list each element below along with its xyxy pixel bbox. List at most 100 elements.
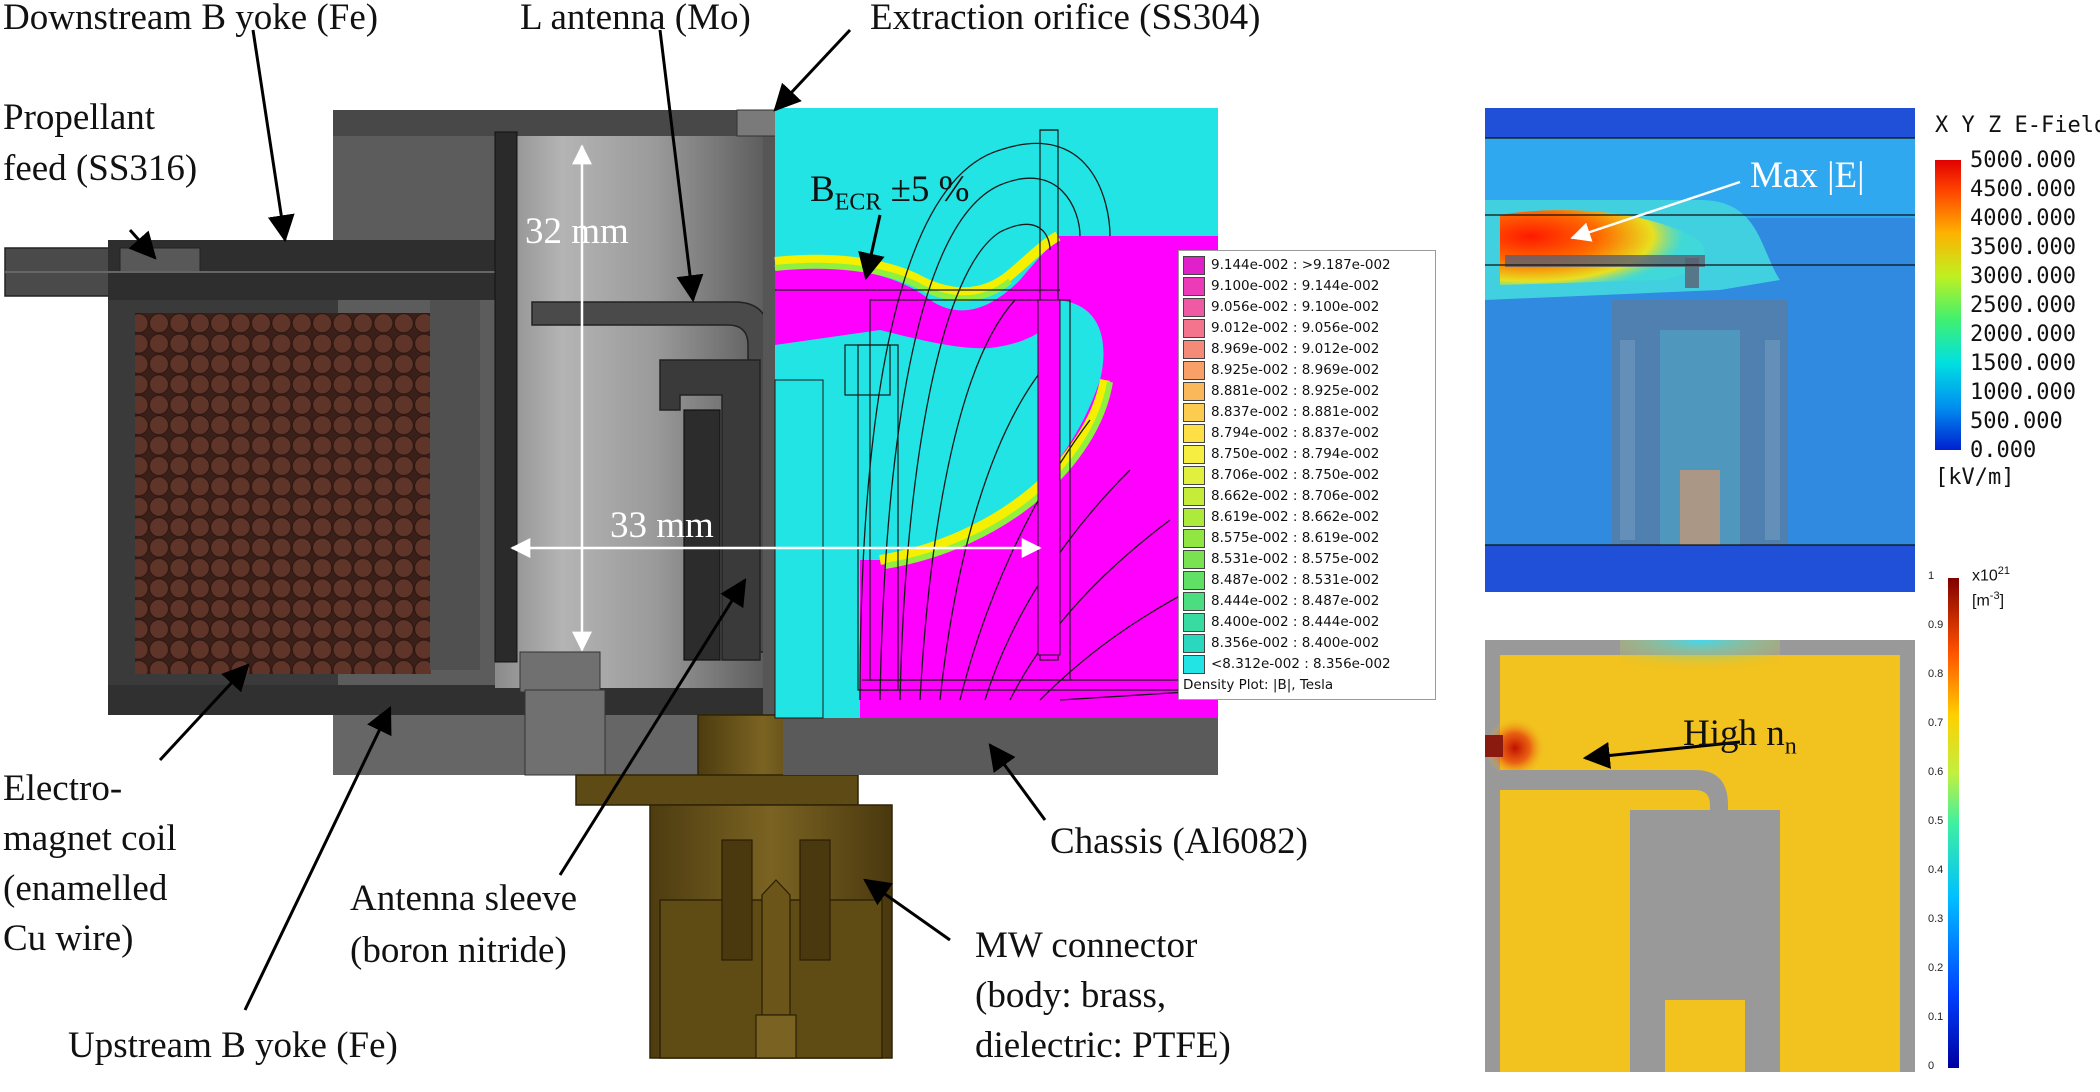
label-coil-line2: magnet coil [3, 818, 177, 859]
efield-colorbar-tick: 500.000 [1970, 409, 2063, 434]
density-legend-row: 9.056e-002 : 9.100e-002 [1183, 297, 1379, 318]
density-legend-text: 8.400e-002 : 8.444e-002 [1211, 614, 1380, 630]
density-legend-text: 8.881e-002 : 8.925e-002 [1211, 383, 1380, 399]
efield-colorbar-tick: 4000.000 [1970, 206, 2076, 231]
density-legend-row: 8.444e-002 : 8.487e-002 [1183, 591, 1379, 612]
efield-colorbar-tick: 3500.000 [1970, 235, 2076, 260]
density-legend-row: 8.925e-002 : 8.969e-002 [1183, 360, 1379, 381]
cad-cross-section [4, 109, 1218, 1059]
density-legend-text: 8.531e-002 : 8.575e-002 [1211, 551, 1380, 567]
label-extraction-orifice: Extraction orifice (SS304) [870, 0, 1261, 38]
density-legend-text: 8.356e-002 : 8.400e-002 [1211, 635, 1380, 651]
density-legend-swatch [1183, 255, 1205, 275]
label-chassis: Chassis (Al6082) [1050, 821, 1308, 862]
density-legend-row: 9.012e-002 : 9.056e-002 [1183, 318, 1379, 339]
density-legend-row: 9.144e-002 : >9.187e-002 [1183, 255, 1391, 276]
density-legend-text: 8.706e-002 : 8.750e-002 [1211, 467, 1380, 483]
density-legend-row: 8.619e-002 : 8.662e-002 [1183, 507, 1379, 528]
density-colorbar-tick: 0 [1928, 1060, 1935, 1072]
dimension-arrows [510, 144, 1741, 652]
density-legend-swatch [1183, 549, 1205, 569]
label-becr: BECR ±5 % [810, 166, 970, 226]
efield-colorbar-tick: 1000.000 [1970, 380, 2076, 405]
density-legend-text: 8.925e-002 : 8.969e-002 [1211, 362, 1380, 378]
density-legend-row: 8.487e-002 : 8.531e-002 [1183, 570, 1379, 591]
density-legend-swatch [1183, 318, 1205, 338]
density-colorbar-tick: 1 [1928, 570, 1935, 582]
density-colorbar-tick: 0.1 [1928, 1011, 1944, 1023]
density-legend-row: 8.662e-002 : 8.706e-002 [1183, 486, 1379, 507]
density-legend-row: 8.356e-002 : 8.400e-002 [1183, 633, 1379, 654]
density-colorbar-unit-power: -3 [1989, 590, 2000, 602]
density-legend-swatch [1183, 465, 1205, 485]
density-legend-text: 8.969e-002 : 9.012e-002 [1211, 341, 1380, 357]
density-colorbar-exponent: x1021 [1972, 565, 2010, 585]
efield-colorbar-tick: 2500.000 [1970, 293, 2076, 318]
density-legend-row: 8.837e-002 : 8.881e-002 [1183, 402, 1379, 423]
density-legend-text: 8.794e-002 : 8.837e-002 [1211, 425, 1380, 441]
density-legend-row: 8.531e-002 : 8.575e-002 [1183, 549, 1379, 570]
label-coil-line4: Cu wire) [3, 918, 134, 959]
electromagnet-coil [135, 313, 431, 674]
density-legend-row: 8.750e-002 : 8.794e-002 [1183, 444, 1379, 465]
density-legend-swatch [1183, 381, 1205, 401]
field-region-magenta [860, 236, 1218, 718]
electric-field-plot [1485, 108, 1915, 592]
label-upstream-yoke: Upstream B yoke (Fe) [68, 1025, 398, 1066]
density-legend-row: 8.400e-002 : 8.444e-002 [1183, 612, 1379, 633]
efield-colorbar-title: X Y Z E-Field [1935, 113, 2100, 138]
density-colorbar-tick: 0.6 [1928, 766, 1944, 778]
efield-colorbar-unit: [kV/m] [1935, 465, 2015, 490]
density-legend-swatch [1183, 339, 1205, 359]
efield-colorbar-tick: 1500.000 [1970, 351, 2076, 376]
density-colorbar-unit: [m-3] [1972, 590, 2004, 610]
label-becr-main: B [810, 169, 835, 210]
density-legend-swatch [1183, 402, 1205, 422]
density-legend-text: 8.575e-002 : 8.619e-002 [1211, 530, 1380, 546]
density-legend-text: 8.837e-002 : 8.881e-002 [1211, 404, 1380, 420]
neutral-density-plot [1485, 640, 1915, 1072]
density-legend-text: 8.444e-002 : 8.487e-002 [1211, 593, 1380, 609]
density-legend-swatch [1183, 654, 1205, 674]
density-legend-swatch [1183, 297, 1205, 317]
label-high-nn-main: High n [1683, 713, 1785, 754]
label-propellant-feed: feed (SS316) [3, 148, 198, 189]
chassis-right [783, 715, 1218, 775]
density-legend-row: 8.881e-002 : 8.925e-002 [1183, 381, 1379, 402]
efield-colorbar-tick: 3000.000 [1970, 264, 2076, 289]
density-legend-swatch [1183, 570, 1205, 590]
density-legend-swatch [1183, 612, 1205, 632]
density-legend-text: 9.100e-002 : 9.144e-002 [1211, 278, 1380, 294]
density-legend-text: 9.056e-002 : 9.100e-002 [1211, 299, 1380, 315]
label-dim-32mm: 32 mm [525, 211, 629, 252]
density-legend-text: <8.312e-002 : 8.356e-002 [1211, 656, 1391, 672]
density-colorbar-tick: 0.7 [1928, 717, 1944, 729]
label-propellant: Propellant [3, 97, 156, 138]
density-colorbar-exp-power: 21 [1997, 565, 2011, 577]
label-connector-line1: MW connector [975, 925, 1198, 966]
density-legend-text: 9.144e-002 : >9.187e-002 [1211, 257, 1391, 273]
label-coil-line3: (enamelled [3, 868, 168, 909]
density-colorbar-unit-main: [m [1972, 592, 1990, 610]
label-coil-line1: Electro- [3, 768, 123, 809]
upstream-yoke-plate [108, 685, 783, 715]
density-legend-row: 8.969e-002 : 9.012e-002 [1183, 339, 1379, 360]
density-legend-row: <8.312e-002 : 8.356e-002 [1183, 654, 1391, 675]
label-high-nn-sub: n [1784, 733, 1797, 760]
label-sleeve-line2: (boron nitride) [350, 930, 567, 971]
density-colorbar-tick: 0.5 [1928, 815, 1944, 827]
label-becr-sub: ECR [834, 189, 882, 216]
magnetic-field-density-plot [774, 108, 1219, 719]
label-downstream-yoke: Downstream B yoke (Fe) [3, 0, 379, 38]
label-max-e: Max |E| [1750, 155, 1865, 196]
nn-sleeve-shape [1630, 810, 1780, 1072]
density-legend-swatch [1183, 276, 1205, 296]
density-legend-text: 8.619e-002 : 8.662e-002 [1211, 509, 1380, 525]
density-legend-row: 8.575e-002 : 8.619e-002 [1183, 528, 1379, 549]
label-dim-33mm: 33 mm [610, 505, 714, 546]
density-legend-row: 8.794e-002 : 8.837e-002 [1183, 423, 1379, 444]
density-legend-swatch [1183, 423, 1205, 443]
density-legend-footer: Density Plot: |B|, Tesla [1183, 677, 1334, 693]
